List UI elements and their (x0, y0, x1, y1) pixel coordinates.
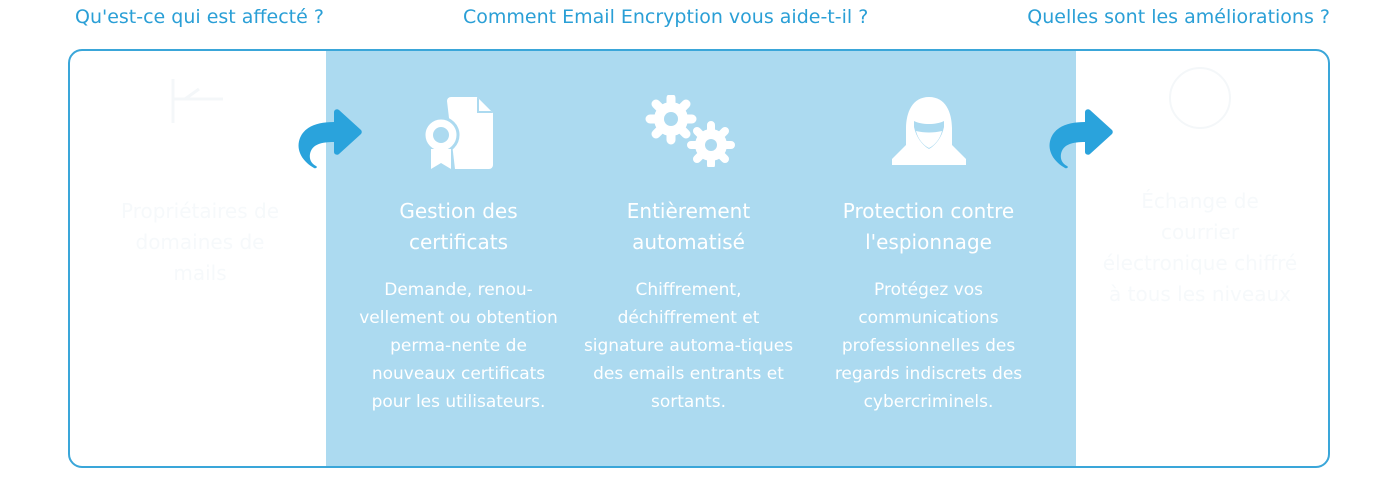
feature-title: Protection contre l'espionnage (842, 199, 1015, 254)
curved-arrow-icon (1049, 109, 1113, 169)
affected-text: Propriétaires de domaines de mails (120, 199, 280, 285)
gears-icon (645, 95, 735, 167)
globe-icon (1169, 67, 1231, 129)
curved-arrow-icon (298, 109, 362, 169)
solution-panel: Gestion des certificats Demande, renou-v… (326, 51, 1076, 466)
hacker-icon (891, 97, 966, 165)
feature-text: Protégez vos communications professionne… (834, 280, 1023, 412)
certificate-document-icon (422, 97, 493, 169)
header-improvements: Quelles sont les améliorations ? (1027, 6, 1330, 28)
feature-frame: Propriétaires de domaines de mails Gesti… (68, 49, 1330, 468)
feature-title: Gestion des certificats (399, 199, 518, 254)
email-icon (171, 79, 223, 123)
feature-text: Demande, renou-vellement ou obtention pe… (359, 280, 558, 412)
improvements-text: Échange de courrier électronique chiffré… (1102, 189, 1298, 306)
feature-title: Entièrement automatisé (626, 199, 751, 254)
header-how: Comment Email Encryption vous aide-t-il … (463, 6, 869, 28)
header-affected: Qu'est-ce qui est affecté ? (75, 6, 324, 28)
feature-text: Chiffrement, déchiffrement et signature … (583, 280, 794, 412)
